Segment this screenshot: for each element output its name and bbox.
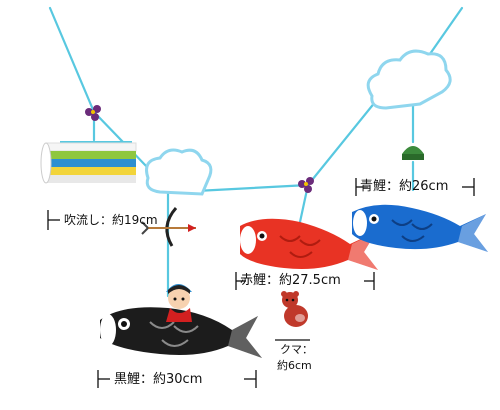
black-koi-size-label: 黒鯉：約30cm [114,372,203,387]
black-koi [100,307,262,358]
red-koi [240,218,378,270]
kabuto-icon [402,146,424,160]
bear-size-label: 約6cm [277,359,312,372]
fukinagashi-windsock [40,141,137,184]
bear-figure-icon [281,291,308,327]
blue-koi [352,204,488,252]
dimension-lines [47,178,475,388]
red-koi-size-label: 赤鯉：約27.5cm [240,273,341,288]
cloud-icon [145,148,213,196]
flower-knot-icon [298,177,314,193]
bear-name-label: クマ： [280,343,313,356]
blue-koi-size-label: 青鯉：約26cm [360,179,449,194]
bow-and-arrow-icon [141,207,196,247]
flower-knot-icon [85,105,101,121]
cloud-icon [366,49,452,110]
fukinagashi-size-label: 吹流し：約19cm [64,213,158,227]
kintaro-doll-icon [166,284,192,322]
